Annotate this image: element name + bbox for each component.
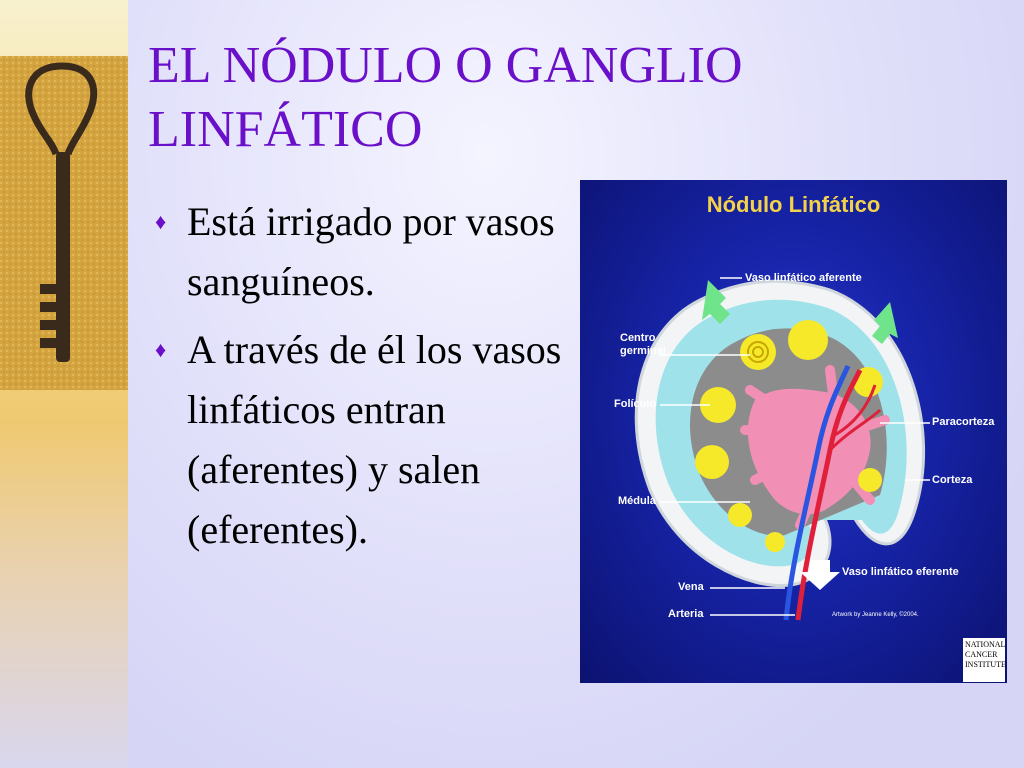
follicle bbox=[765, 532, 785, 552]
label-afferent: Vaso linfático aferente bbox=[745, 272, 862, 284]
bullet-text: Está irrigado por vasos sanguíneos. bbox=[187, 199, 555, 304]
germinal-center-inner bbox=[752, 346, 764, 358]
label-follicle: Folículo bbox=[614, 398, 657, 410]
label-medulla: Médula bbox=[618, 495, 656, 507]
follicle bbox=[700, 387, 736, 423]
logo-line-3: INSTITUTE bbox=[965, 660, 1006, 669]
slide-title: EL NÓDULO O GANGLIO LINFÁTICO bbox=[148, 34, 908, 162]
bullet-item: ♦ Está irrigado por vasos sanguíneos. bbox=[155, 192, 575, 312]
title-line-1: EL NÓDULO O GANGLIO bbox=[148, 37, 743, 94]
vein-vessel bbox=[783, 364, 851, 621]
diamond-bullet-icon: ♦ bbox=[155, 209, 167, 234]
bullet-text: A través de él los vasos linfáticos entr… bbox=[187, 327, 562, 552]
germinal-center bbox=[747, 341, 769, 363]
logo-line-2: CANCER bbox=[965, 650, 998, 659]
title-line-2: LINFÁTICO bbox=[148, 101, 423, 158]
diagram-title: Nódulo Linfático bbox=[706, 192, 881, 217]
afferent-arrow-icon bbox=[702, 280, 730, 324]
efferent-arrow-icon bbox=[800, 560, 840, 590]
key-photo bbox=[0, 56, 128, 390]
follicle bbox=[695, 445, 729, 479]
label-vein: Vena bbox=[678, 581, 704, 593]
follicle bbox=[728, 503, 752, 527]
label-artery: Arteria bbox=[668, 608, 704, 620]
logo-line-1: NATIONAL bbox=[965, 640, 1006, 649]
label-efferent: Vaso linfático eferente bbox=[842, 566, 959, 578]
artwork-credit: Artwork by Jeanne Kelly, ©2004. bbox=[832, 612, 919, 618]
label-paracortex: Paracorteza bbox=[932, 416, 995, 428]
artery-branches bbox=[828, 384, 882, 452]
follicle bbox=[788, 320, 828, 360]
lymph-node-illustration bbox=[634, 277, 930, 621]
label-germinal-line-1: Centro bbox=[620, 332, 656, 344]
lymph-node-diagram: Nódulo Linfático Vaso linfático aferente… bbox=[580, 180, 1007, 683]
bullet-list: ♦ Está irrigado por vasos sanguíneos. ♦ … bbox=[155, 192, 575, 568]
diamond-bullet-icon: ♦ bbox=[155, 337, 167, 362]
follicle bbox=[858, 468, 882, 492]
follicle bbox=[740, 334, 776, 370]
label-germinal-center: Centro germinal bbox=[620, 332, 666, 358]
bullet-item: ♦ A través de él los vasos linfáticos en… bbox=[155, 320, 575, 560]
label-germinal-line-2: germinal bbox=[620, 345, 666, 357]
label-cortex: Corteza bbox=[932, 474, 973, 486]
afferent-arrow-icon bbox=[872, 302, 898, 344]
medullary-cords bbox=[740, 365, 890, 530]
nci-logo: NATIONAL CANCER INSTITUTE bbox=[963, 638, 1006, 682]
